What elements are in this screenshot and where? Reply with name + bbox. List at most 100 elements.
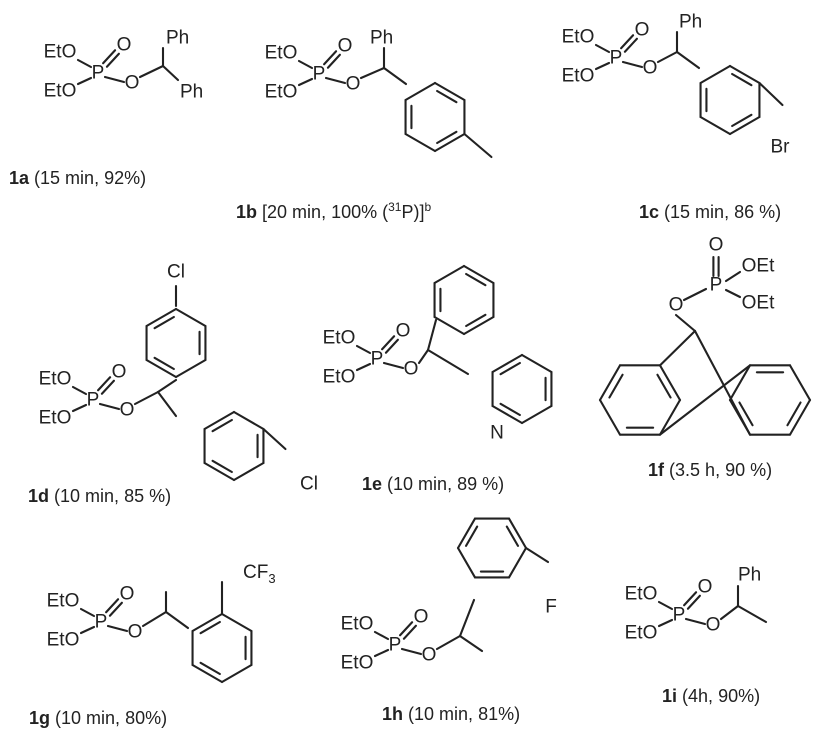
ring-bond [788,398,812,436]
methyl-bond [463,132,493,159]
footnote-marker: b [425,200,432,214]
ring-bond [174,307,207,328]
yield: 80% [125,708,161,728]
ring-bond [728,64,761,85]
ring-inner-bond [786,401,802,427]
ring-bond [728,364,752,402]
ring-bond [456,517,477,550]
ring-bond [456,546,477,579]
ring-bond [145,307,178,328]
ring-bond [520,404,553,425]
phosphorus-label: P [313,64,326,85]
atom-cf: CF [243,562,268,583]
ring-inner-bond [436,130,458,145]
caption-text: , [708,686,718,706]
ethoxy-label: OEt [742,256,775,277]
p-oet-bond [594,61,611,71]
p-oxo-double-bond [384,338,399,354]
reaction-time: 10 min [61,708,115,728]
ethoxy-label: EtO [323,328,356,349]
p-oet-bond [79,625,96,635]
ring-bond [145,358,178,379]
ring-bond [598,364,622,402]
caption-1c: 1c (15 min, 86 %) [639,202,781,222]
compound-label: 1g [29,708,50,728]
p-oet-bond [373,630,390,641]
ch-aryl-bond [156,390,178,418]
p-oet-bond [724,288,742,299]
phosphorus-label: P [95,612,108,633]
o-ch-bond [133,390,160,406]
caption-1b: 1b [20 min, 100% (31P)]b [236,200,432,222]
ring-bond [220,663,253,684]
compound-label: 1d [28,486,49,506]
p-oet-bond [724,270,742,283]
c9-ring-bond [658,329,697,367]
ethoxy-label: EtO [323,367,356,388]
caption-text: ) [754,686,760,706]
ring-inner-bond [656,373,672,399]
ring-bond [203,461,236,482]
caption-text: , [447,474,457,494]
p-oxo-double-bond [399,621,414,637]
caption-1i: 1i (4h, 90%) [662,686,760,706]
ester-oxygen-label: O [422,645,437,666]
o-ch-bond [141,610,168,628]
oxo-label: O [698,577,713,598]
o-ch-bond [656,50,679,64]
phosphorus-label: P [673,605,686,626]
bond [161,64,180,82]
p-oxo-double-bond [97,376,112,392]
ring-bond [404,132,437,153]
phenyl-label: Ph [738,565,761,586]
yield: 86 % [734,202,775,222]
ring-inner-bond [608,373,624,399]
ring-bond [174,358,207,379]
compound-label: 1c [639,202,659,222]
ester-oxygen-label: O [706,615,721,636]
aryl-f-bond [524,546,550,564]
caption-text: [ [257,202,267,222]
ethoxy-label: EtO [625,584,658,605]
aryl-br-bond [758,81,784,107]
p-oxo-double-bond [105,52,120,68]
ring-inner-bond [153,315,175,330]
o-ch-bond [359,66,386,80]
phosphorus-label: P [389,635,402,656]
caption-1f: 1f (3.5 h, 90 %) [648,460,772,480]
p-oet-bond [76,76,93,86]
caption-text: , [468,704,478,724]
yield: 85 % [124,486,165,506]
ch-pyridyl-bond [426,348,470,376]
p-ester-bond [103,75,126,84]
phenyl-label: Ph [679,12,702,33]
p-ester-bond [682,287,708,302]
yield: 89 % [457,474,498,494]
caption-text: ( [677,686,688,706]
ring-inner-bond [199,661,221,676]
caption-1h: 1h (10 min, 81%) [382,704,520,724]
ring-bond [220,612,253,633]
caption-text: ( [49,486,60,506]
ethoxy-label: EtO [47,591,80,612]
p-oet-bond [355,344,372,355]
phosphorus-label: P [610,48,623,69]
fluorine-label: F [545,597,557,618]
nmr-nucleus: P [401,202,413,222]
p-oxo-double-bond [105,598,120,614]
caption-text: ( [382,474,393,494]
p-oet-bond [657,618,674,628]
p-oxo-double-bond [326,53,341,69]
ethoxy-label: EtO [265,82,298,103]
caption-text: , [114,486,124,506]
ring-bond [658,398,682,436]
ring-bond [598,398,622,436]
ring-inner-bond [211,459,233,474]
p-ester-bond [684,617,707,626]
p-oet-bond [71,385,88,396]
methyl-bond [458,634,484,653]
ethoxy-label: EtO [44,42,77,63]
reaction-time: 10 min [414,704,468,724]
compound-label: 1a [9,168,30,188]
ring-bond [699,115,732,136]
